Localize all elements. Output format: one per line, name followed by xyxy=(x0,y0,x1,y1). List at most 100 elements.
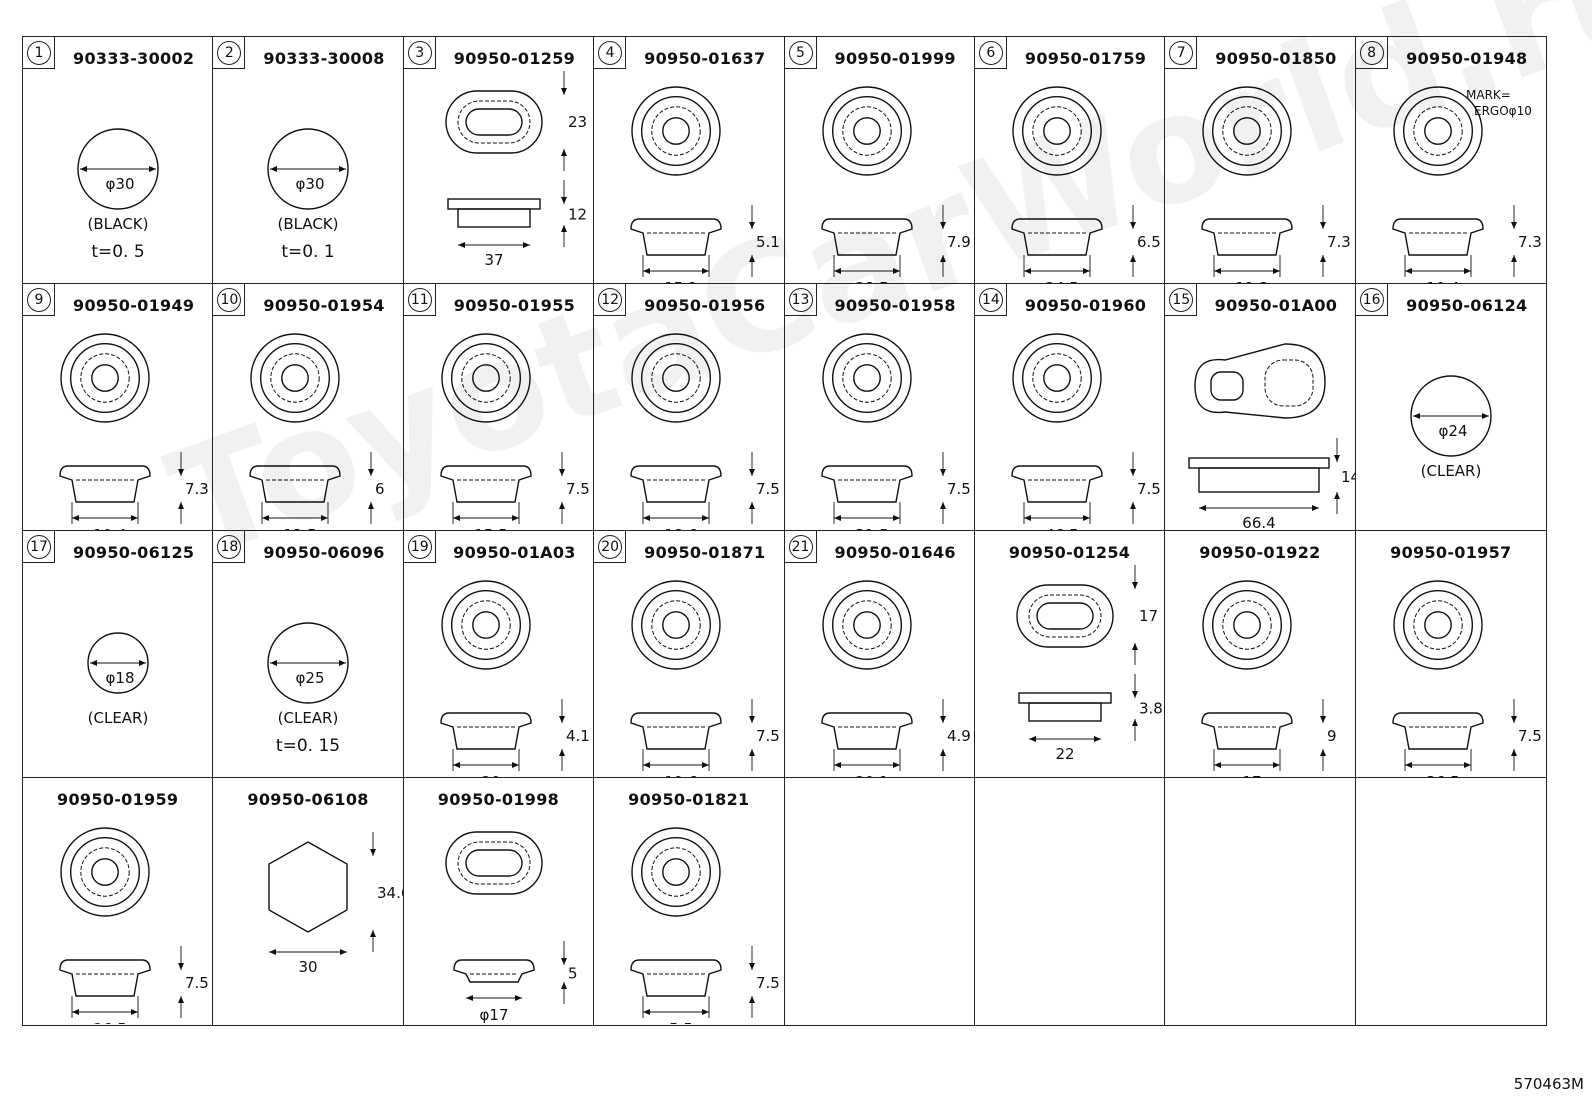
index-box: 6 xyxy=(974,37,1007,69)
grommet-hidden-edge xyxy=(80,847,130,897)
index-number: 6 xyxy=(978,41,1003,65)
arrow-head xyxy=(1320,222,1327,229)
diameter-label: φ31.5 xyxy=(845,526,888,530)
grommet-profile xyxy=(440,465,532,503)
arrow-head xyxy=(643,515,710,521)
arrow-head xyxy=(749,502,756,509)
part-number: 90950-01850 xyxy=(1215,49,1337,68)
grommet-outer xyxy=(1202,580,1292,670)
index-box: 9 xyxy=(23,284,55,316)
arrow-head xyxy=(178,469,184,476)
index-box: 1 xyxy=(23,37,55,69)
part-number: 90950-06124 xyxy=(1406,296,1528,315)
arrow-head xyxy=(178,996,184,1003)
arrow-head xyxy=(1510,749,1517,756)
part-drawing-svg: 7.3φ11.3 xyxy=(1201,86,1351,283)
thickness-note: t=0. 15 xyxy=(276,736,340,756)
width-label: 66.4 xyxy=(1243,514,1276,530)
grommet-hole xyxy=(471,364,500,392)
index-box: 7 xyxy=(1165,37,1198,69)
grommet-hole xyxy=(852,611,881,639)
oval-outer xyxy=(445,90,543,154)
grommet-outer xyxy=(1012,333,1102,423)
part-number: 90950-06108 xyxy=(247,790,369,809)
part-drawing-svg: 7.5φ26.5 xyxy=(59,827,209,1024)
color-note: (BLACK) xyxy=(278,215,339,233)
arrow-head xyxy=(262,515,329,521)
arrow-head xyxy=(833,762,900,768)
body xyxy=(1198,467,1320,493)
grommet-hole xyxy=(852,117,881,145)
index-number: 20 xyxy=(598,535,623,559)
part-number: 90950-01254 xyxy=(1008,543,1131,562)
diameter-label: φ10.4 xyxy=(83,526,126,530)
part-number: 90950-01821 xyxy=(628,790,750,809)
diameter-label: φ28.5 xyxy=(845,279,888,283)
arrow-head xyxy=(1214,762,1281,768)
grommet-outline xyxy=(1194,343,1326,419)
index-number: 7 xyxy=(1169,41,1194,65)
part-number: 90950-01259 xyxy=(453,49,576,68)
index-box: 15 xyxy=(1165,284,1198,316)
arrow-head xyxy=(558,749,565,756)
part-drawing: 7.5φ36.5 xyxy=(1356,563,1546,777)
oval-body xyxy=(457,208,531,228)
diameter-label: φ17 xyxy=(479,1006,508,1024)
part-drawing-svg: 9φ17 xyxy=(1201,580,1337,777)
grommet-outer xyxy=(821,333,912,423)
grommet-profile xyxy=(820,218,913,256)
arrow-head xyxy=(368,469,375,476)
grommet-hidden-edge xyxy=(841,106,892,156)
grommet-hidden-edge xyxy=(461,600,511,650)
dimension-label: 7.5 xyxy=(566,480,590,498)
grommet-hole xyxy=(1233,117,1262,145)
part-drawing-svg: 173.822 xyxy=(1016,565,1163,763)
grommet-hole xyxy=(662,117,691,145)
grommet-outer xyxy=(631,580,721,670)
grommet-hole xyxy=(471,611,500,639)
part-drawing: 7.5φ26.5 xyxy=(23,810,212,1024)
arrow-head xyxy=(1129,255,1136,262)
grommet-outer xyxy=(60,333,150,423)
color-note: (CLEAR) xyxy=(88,709,149,727)
part-drawing: 7.3φ10.4 xyxy=(23,316,212,530)
grommet-hidden-edge xyxy=(651,353,701,403)
arrow-head xyxy=(1131,719,1138,726)
dimension-label: 7.3 xyxy=(1518,233,1542,251)
width-label: 30 xyxy=(299,958,318,976)
arrow-head xyxy=(560,982,567,989)
grommet-outer xyxy=(441,333,531,423)
index-number: 15 xyxy=(1169,288,1194,312)
diameter-label: φ19.6 xyxy=(654,773,697,777)
index-box: 10 xyxy=(213,284,246,316)
arrow-head xyxy=(452,515,519,521)
grommet-outer xyxy=(1202,86,1292,176)
arrow-head xyxy=(833,268,900,274)
index-box: 20 xyxy=(594,531,627,563)
empty-cell xyxy=(785,778,975,1025)
grommet-outer xyxy=(631,827,721,917)
diameter-label: φ13.5 xyxy=(274,526,317,530)
diameter-label: φ15.5 xyxy=(464,526,507,530)
dimension-label: 7.9 xyxy=(947,233,971,251)
grommet-profile xyxy=(440,712,532,750)
arrow-head xyxy=(1129,469,1136,476)
grommet-rim xyxy=(641,342,712,414)
grommet-rim xyxy=(831,589,902,661)
dimension-label: 34.6 xyxy=(377,884,403,902)
part-number: 90950-01759 xyxy=(1024,49,1147,68)
grommet-rim xyxy=(260,342,331,414)
arrow-head xyxy=(560,88,567,95)
arrow-head xyxy=(1320,255,1327,262)
dimension-label: 3.8 xyxy=(1139,700,1163,718)
